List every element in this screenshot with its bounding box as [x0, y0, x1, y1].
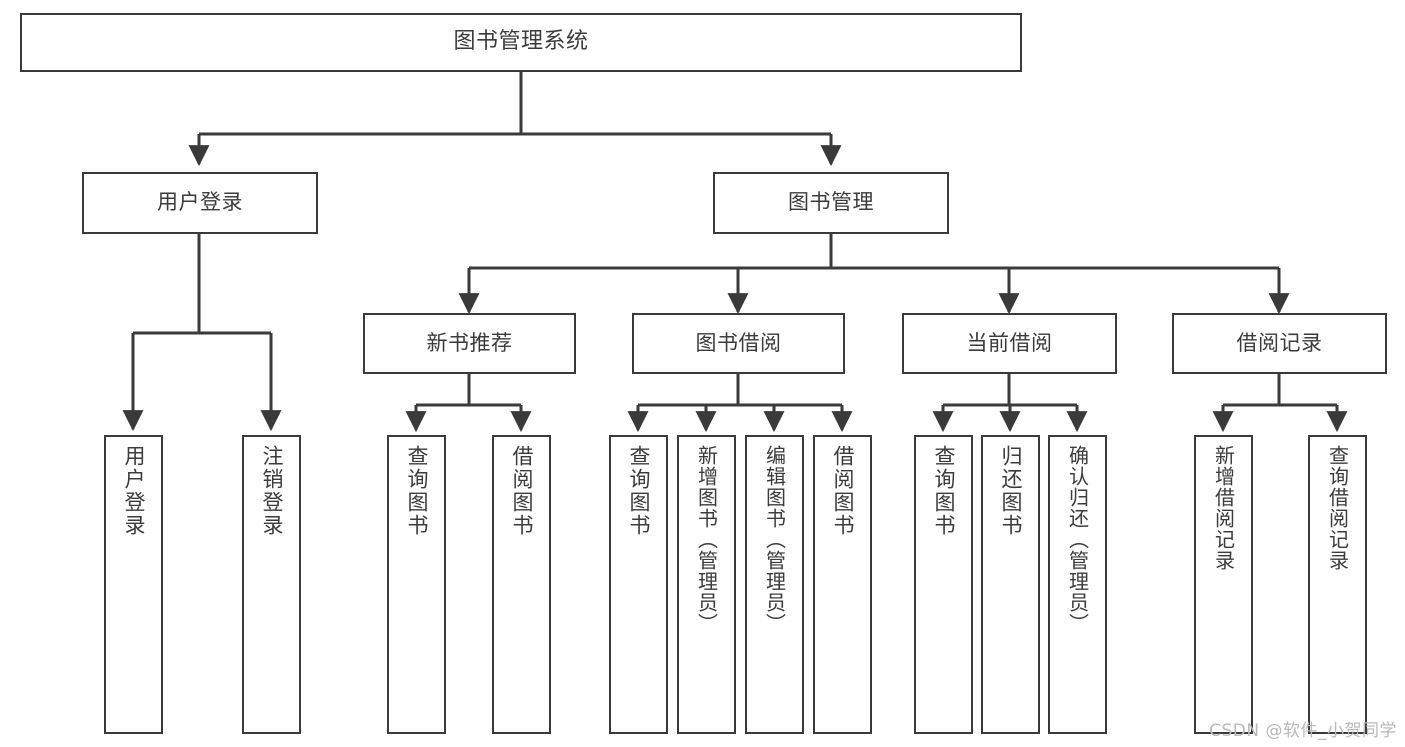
node-book-management-label: 图书管理 [788, 190, 874, 215]
node-leaf-query-book-1[interactable]: 查询图书 [387, 435, 446, 734]
node-leaf-add-record[interactable]: 新增借阅记录 [1194, 435, 1253, 734]
node-leaf-edit-book[interactable]: 编辑图书（管理员） [745, 435, 804, 734]
node-leaf-query-book-2[interactable]: 查询图书 [609, 435, 668, 734]
node-new-book-recommend[interactable]: 新书推荐 [363, 313, 576, 374]
node-leaf-borrow-book-2[interactable]: 借阅图书 [813, 435, 872, 734]
node-leaf-user-login[interactable]: 用户登录 [104, 435, 163, 734]
node-borrow-record[interactable]: 借阅记录 [1172, 313, 1387, 374]
node-leaf-borrow-book-2-label: 借阅图书 [831, 445, 855, 537]
node-leaf-confirm-return[interactable]: 确认归还（管理员） [1048, 435, 1107, 734]
node-leaf-query-book-3[interactable]: 查询图书 [914, 435, 973, 734]
node-leaf-query-record-label: 查询借阅记录 [1325, 445, 1350, 571]
node-root[interactable]: 图书管理系统 [20, 13, 1022, 72]
node-book-management[interactable]: 图书管理 [713, 172, 949, 234]
node-leaf-confirm-return-label: 确认归还（管理员） [1065, 445, 1090, 634]
node-leaf-return-book-label: 归还图书 [999, 445, 1023, 537]
node-user-login-label: 用户登录 [157, 190, 243, 215]
node-borrow-record-label: 借阅记录 [1236, 330, 1323, 355]
node-leaf-query-book-3-label: 查询图书 [932, 445, 956, 537]
node-root-label: 图书管理系统 [453, 29, 589, 55]
watermark-text: CSDN @软件_小贺同学 [1209, 721, 1397, 741]
node-leaf-add-record-label: 新增借阅记录 [1211, 445, 1236, 571]
node-leaf-logout-login[interactable]: 注销登录 [242, 435, 301, 734]
node-leaf-user-login-label: 用户登录 [122, 445, 146, 537]
node-current-borrow[interactable]: 当前借阅 [902, 313, 1117, 374]
node-leaf-add-book-label: 新增图书（管理员） [694, 445, 719, 634]
node-leaf-edit-book-label: 编辑图书（管理员） [762, 445, 787, 634]
node-leaf-borrow-book-1-label: 借阅图书 [510, 445, 534, 537]
node-leaf-query-record[interactable]: 查询借阅记录 [1308, 435, 1367, 734]
node-leaf-query-book-2-label: 查询图书 [627, 445, 651, 537]
node-new-book-recommend-label: 新书推荐 [426, 330, 513, 355]
node-leaf-logout-login-label: 注销登录 [260, 445, 284, 537]
node-user-login[interactable]: 用户登录 [82, 172, 318, 234]
node-book-borrow[interactable]: 图书借阅 [632, 313, 845, 374]
node-book-borrow-label: 图书借阅 [695, 330, 782, 355]
node-current-borrow-label: 当前借阅 [966, 330, 1053, 355]
node-leaf-query-book-1-label: 查询图书 [405, 445, 429, 537]
node-leaf-return-book[interactable]: 归还图书 [981, 435, 1040, 734]
node-leaf-add-book[interactable]: 新增图书（管理员） [677, 435, 736, 734]
node-leaf-borrow-book-1[interactable]: 借阅图书 [492, 435, 551, 734]
